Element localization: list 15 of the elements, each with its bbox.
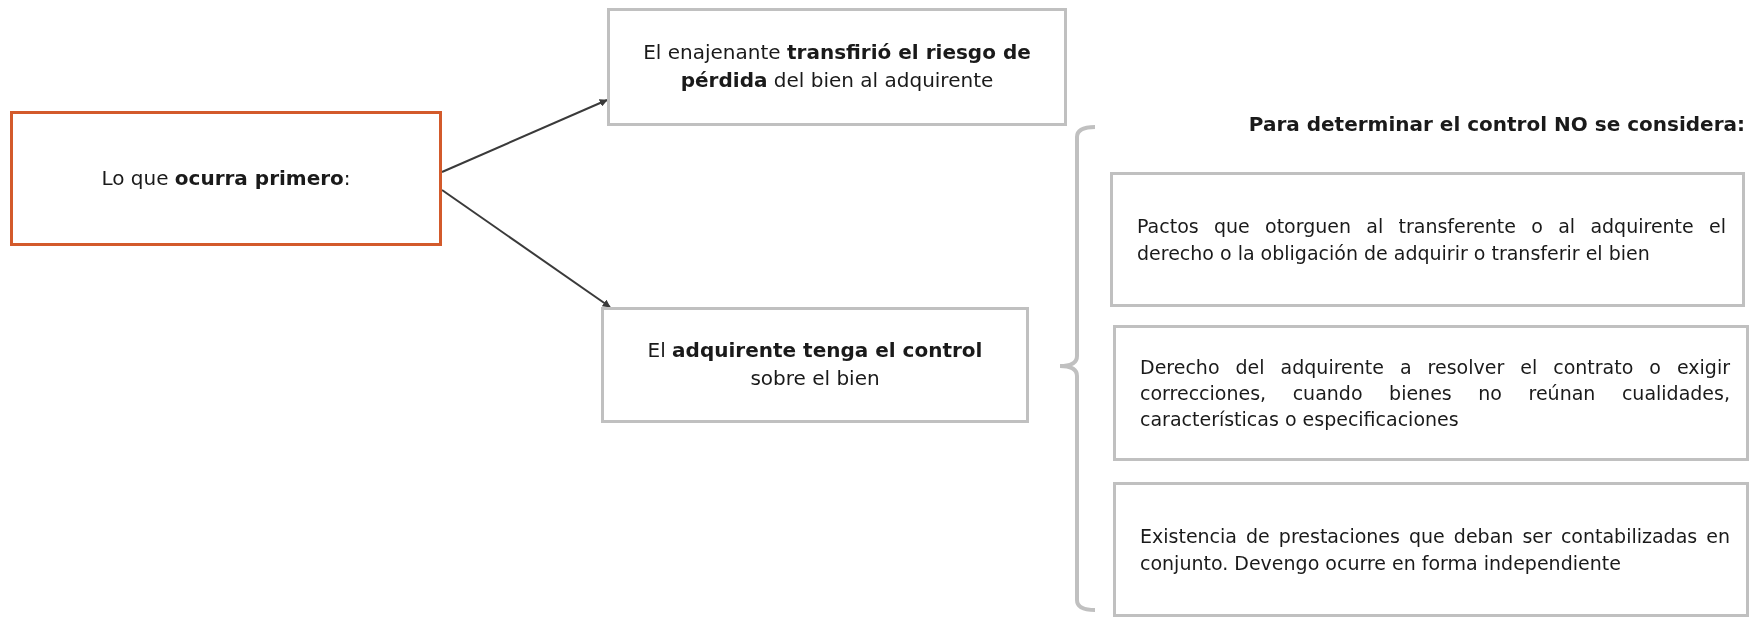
text-box [1113, 325, 1749, 461]
text-box [1113, 482, 1749, 617]
box-text: Existencia de prestaciones que deban ser contabilizadas en conjunto. Devengo ocurre en forma independiente [1140, 524, 1730, 576]
arrow [441, 189, 611, 308]
box-text: Lo que ocurra primero: [100, 164, 352, 192]
box-text: Pactos que otorguen al transferente o al adquirente el derecho o la obligación de adquirir o transferir el bien [1137, 214, 1726, 266]
section-heading: Para determinar el control NO se considera: [1247, 112, 1745, 136]
arrow [441, 99, 608, 173]
text-box [601, 307, 1029, 423]
text-box [1110, 172, 1745, 307]
box-text: El adquirente tenga el control sobre el bien [646, 337, 984, 392]
text-box [607, 8, 1067, 126]
highlighted-box [10, 111, 442, 246]
box-text: El enajenante transfirió el riesgo de pérdida del bien al adquirente [642, 39, 1032, 94]
box-text: Derecho del adquirente a resolver el contrato o exigir correcciones, cuando bienes no reúnan cualidades, características o especificaciones [1140, 354, 1730, 433]
